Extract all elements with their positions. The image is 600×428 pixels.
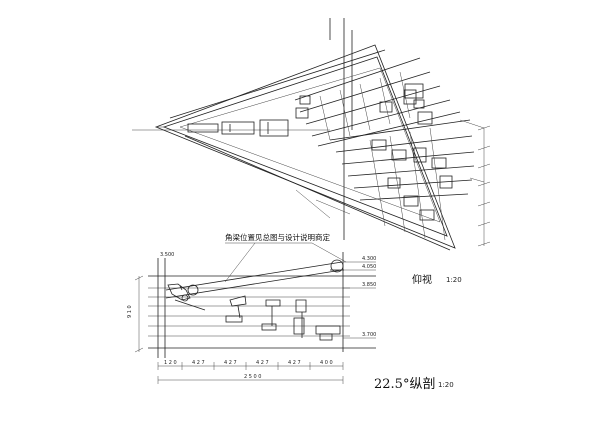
span-4: 4 2 7	[256, 360, 269, 366]
lower-lattice	[329, 119, 475, 241]
section-view: 9 1 0	[127, 252, 376, 384]
note-text: 角梁位置见总图与设计说明商定	[225, 232, 330, 242]
level-1: 4.300	[362, 256, 376, 262]
level-4: 3.700	[362, 332, 376, 338]
plan-view-scale: 1:20	[446, 276, 462, 284]
span-dimensions: 1 2 0 4 2 7 4 2 7 4 2 7 4 2 7 4 0 0 2 5 …	[157, 360, 344, 384]
plan-view	[132, 18, 491, 251]
note-callout: 角梁位置见总图与设计说明商定	[224, 232, 347, 283]
level-markers: 4.300 4.050 3.850 3.700 3.500	[160, 252, 376, 339]
plan-dimension-ticks	[459, 119, 491, 247]
span-1: 1 2 0	[164, 360, 177, 366]
level-5: 3.500	[160, 252, 174, 258]
span-3: 4 2 7	[224, 360, 237, 366]
overall-span: 2 5 0 0	[244, 374, 262, 380]
plan-view-title: 仰视	[412, 273, 432, 286]
span-6: 4 0 0	[320, 360, 333, 366]
level-3: 3.850	[362, 282, 376, 288]
section-view-scale: 1:20	[438, 381, 454, 389]
upper-lattice	[294, 57, 461, 147]
span-2: 4 2 7	[192, 360, 205, 366]
span-5: 4 2 7	[288, 360, 301, 366]
level-2: 4.050	[362, 264, 376, 270]
section-view-title: 22.5°纵剖	[374, 377, 435, 392]
height-dim: 9 1 0	[127, 305, 133, 318]
